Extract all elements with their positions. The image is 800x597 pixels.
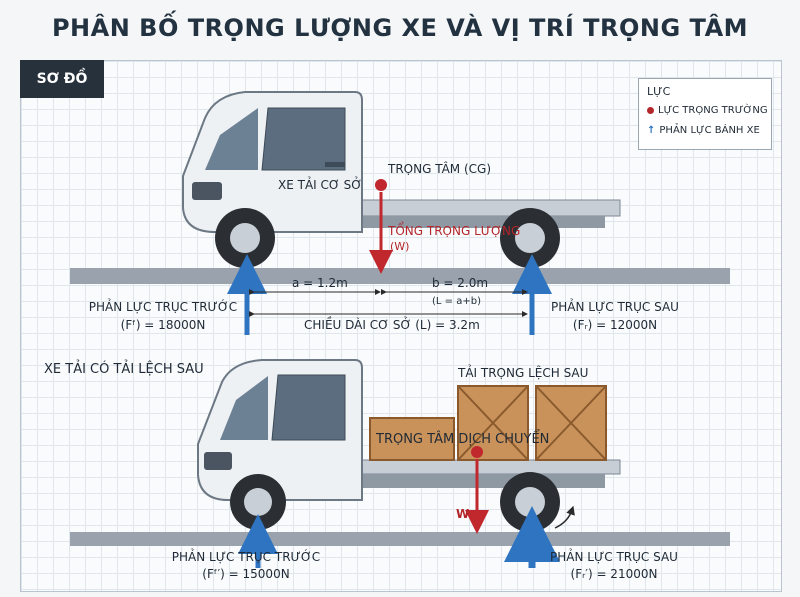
- crate-mid-brace2: [457, 385, 529, 461]
- top-weight-symbol: (W): [390, 240, 410, 253]
- dim-relation-label: (L = a+b): [432, 296, 481, 307]
- top-rear-hub: [515, 223, 545, 253]
- bottom-cg-dot: [471, 446, 483, 458]
- bottom-rear-reaction-value: (Fᵣ′) = 21000N: [570, 567, 658, 581]
- bottom-ground: [70, 532, 730, 546]
- bottom-rear-reaction-title: PHẢN LỰC TRỤC SAU: [550, 550, 678, 564]
- top-grille: [192, 182, 222, 200]
- top-cg-dot: [375, 179, 387, 191]
- legend-reaction: ↑PHẢN LỰC BÁNH XE: [647, 125, 760, 136]
- legend-gravity-label: LỰC TRỌNG TRƯỜNG: [658, 105, 768, 116]
- top-window: [261, 107, 346, 171]
- bottom-grille: [204, 452, 232, 470]
- top-door-handle: [325, 162, 345, 167]
- bottom-chassis: [360, 474, 605, 488]
- wheelbase-label: CHIỀU DÀI CƠ SỞ (L) = 3.2m: [304, 318, 480, 332]
- top-rear-reaction-title: PHẢN LỰC TRỤC SAU: [551, 300, 679, 314]
- bottom-truck: [70, 359, 730, 546]
- bottom-front-hub: [244, 488, 272, 516]
- bottom-weight-symbol: W: [456, 507, 470, 521]
- bottom-window: [271, 374, 346, 441]
- top-weight-label: TỔNG TRỌNG LƯỢNG: [388, 224, 521, 238]
- legend-gravity: LỰC TRỌNG TRƯỜNG: [647, 105, 768, 116]
- top-cg-label: TRỌNG TÂM (CG): [388, 162, 492, 176]
- cg-shift-label: TRỌNG TÂM DỊCH CHUYỂN: [376, 432, 550, 447]
- dim-a-label: a = 1.2m: [292, 276, 348, 290]
- bottom-windshield: [220, 376, 268, 440]
- legend-heading: LỰC: [647, 85, 671, 98]
- dim-b-label: b = 2.0m: [432, 276, 489, 290]
- legend: LỰC LỰC TRỌNG TRƯỜNG ↑PHẢN LỰC BÁNH XE: [638, 78, 772, 150]
- bottom-flatbed: [359, 459, 621, 475]
- top-flatbed: [359, 199, 621, 217]
- legend-reaction-label: PHẢN LỰC BÁNH XE: [659, 125, 760, 136]
- bottom-rear-hub: [515, 487, 545, 517]
- bottom-front-reaction-title: PHẢN LỰC TRỤC TRƯỚC: [171, 550, 321, 564]
- top-truck-label: XE TẢI CƠ SỞ: [278, 178, 363, 192]
- top-ground: [70, 268, 730, 284]
- load-label: TẢI TRỌNG LỆCH SAU: [458, 366, 589, 380]
- crate-rear-brace2: [535, 385, 607, 461]
- page-title: PHÂN BỐ TRỌNG LƯỢNG XE VÀ VỊ TRÍ TRỌNG T…: [51, 14, 749, 42]
- top-front-reaction-value: (Fᶠ) = 18000N: [120, 318, 206, 332]
- crate-small: [369, 417, 455, 461]
- top-windshield: [205, 108, 258, 170]
- gravity-dot-icon: [647, 106, 654, 114]
- top-front-hub: [230, 223, 260, 253]
- bottom-front-reaction-value: (Fᶠ′) = 15000N: [202, 567, 290, 581]
- panel-tag: SƠ ĐỒ: [20, 60, 104, 98]
- top-rear-reaction-value: (Fᵣ) = 12000N: [572, 318, 658, 332]
- bottom-section-title: XE TẢI CÓ TẢI LỆCH SAU: [44, 362, 204, 377]
- top-front-reaction-title: PHẢN LỰC TRỤC TRƯỚC: [88, 300, 238, 314]
- reaction-arrow-icon: ↑: [647, 125, 656, 136]
- top-truck: [70, 91, 730, 284]
